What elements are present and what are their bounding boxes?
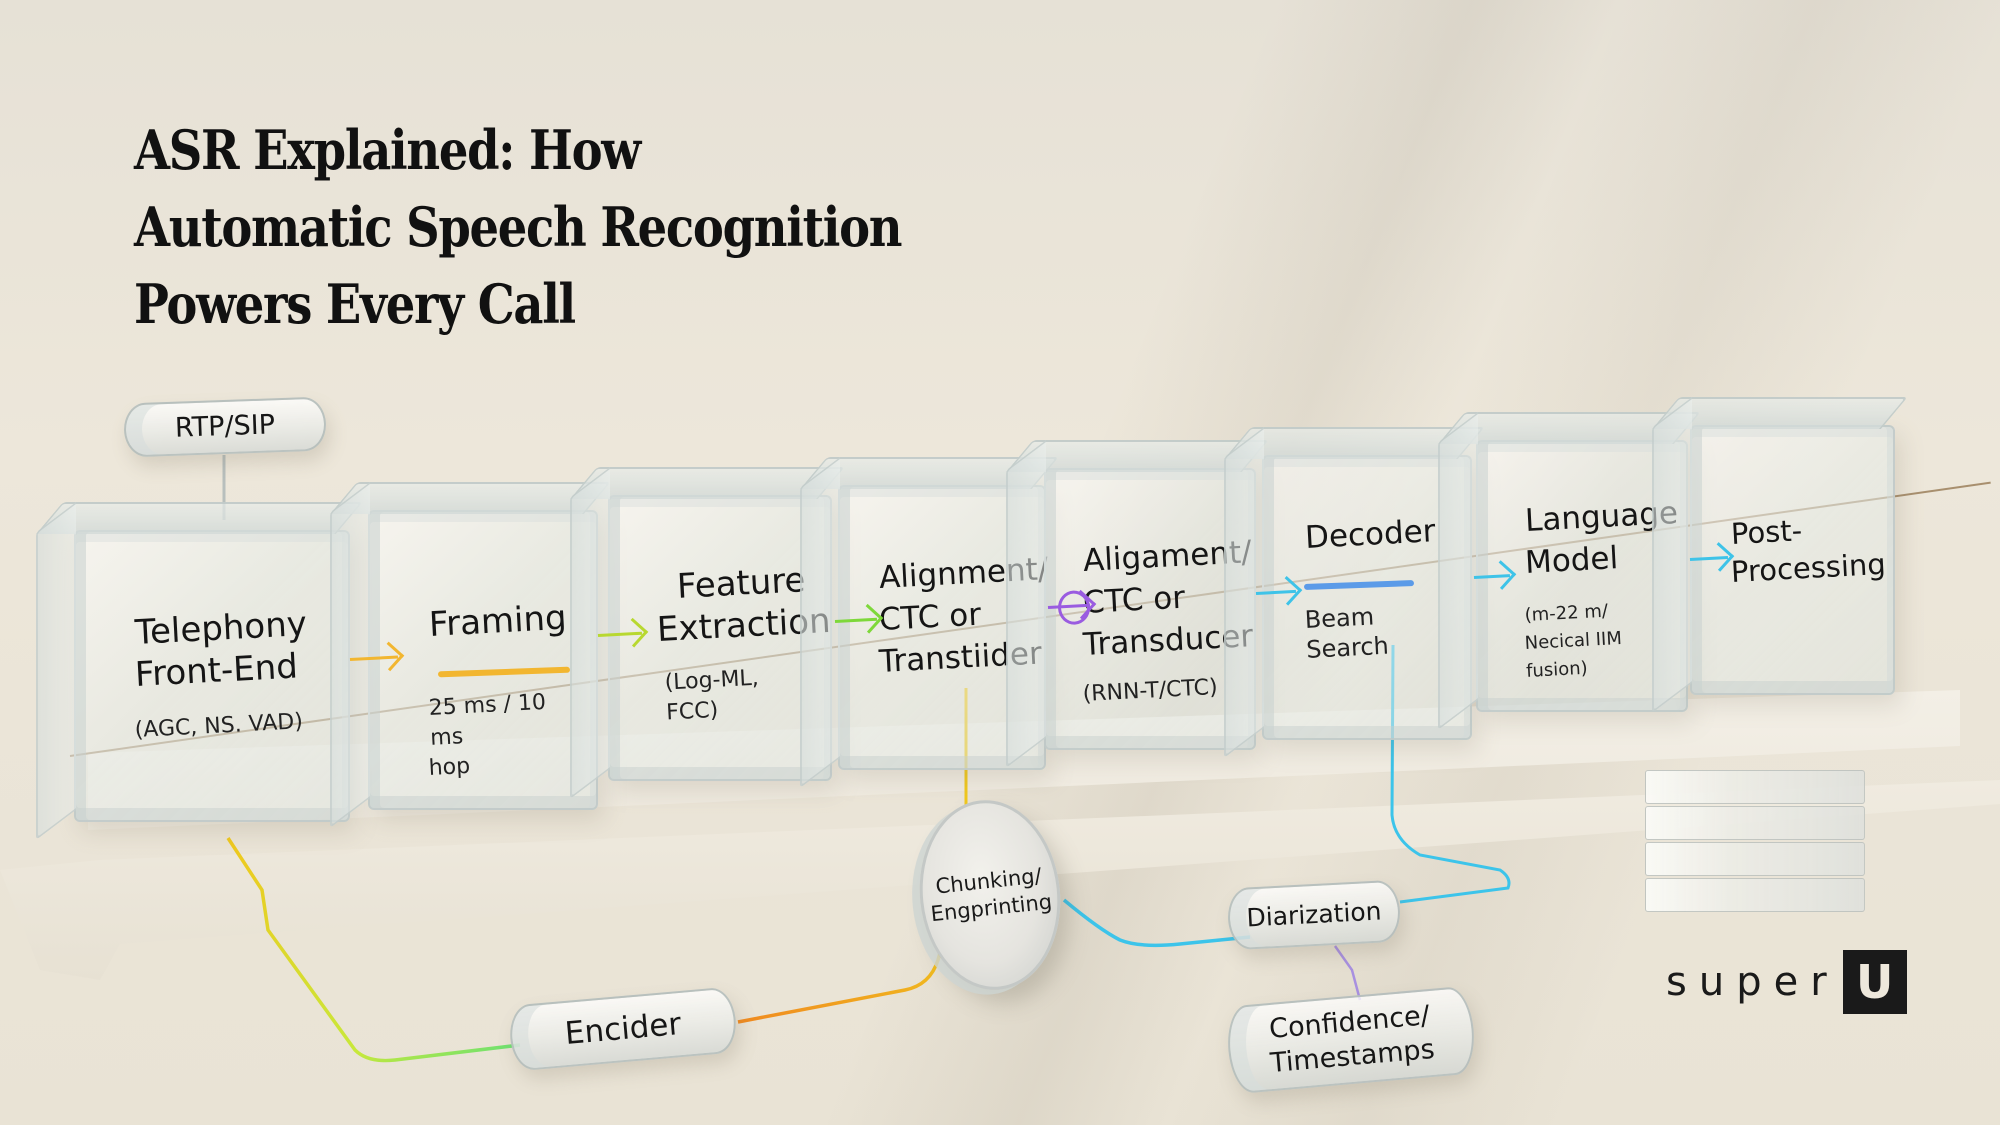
brand-logo: super U: [1666, 950, 1907, 1014]
arrow-decoder-language-icon: [1473, 574, 1511, 579]
diarization-pill: Diarization: [1226, 879, 1402, 951]
wire-diarization-confidence: [1333, 945, 1362, 1001]
stage-telephony-front-end: Telephony Front-End (AGC, NS. VAD): [74, 530, 350, 822]
title-line-1: ASR Explained: How: [134, 118, 641, 182]
wire-chunking-diarization: [1062, 898, 1251, 948]
rtp-sip-pill: RTP/SIP: [123, 396, 327, 458]
glass-slab: [1645, 878, 1865, 912]
rtp-sip-label: RTP/SIP: [174, 409, 276, 444]
stage-detail: Necical IIM fusion): [1524, 627, 1623, 682]
decoder-rule: [1303, 580, 1415, 590]
stage-title-line: Extraction: [656, 600, 832, 650]
stage-detail: (AGC, NS. VAD): [134, 709, 304, 743]
stage-title-line: Transducer: [1082, 618, 1254, 663]
glass-slab: [1645, 806, 1865, 840]
glass-slab-stack: [1645, 770, 1865, 920]
stage-title-line: Front-End: [134, 646, 299, 695]
stage-detail: Beam Search: [1304, 602, 1390, 664]
stage-detail: (RNN-T/CTC): [1082, 674, 1219, 707]
stage-detail: (Log-ML, FCC): [664, 665, 760, 726]
encoder-label: Encider: [563, 1005, 683, 1053]
arrow-transducer-decoder-icon: [1255, 589, 1297, 595]
encoder-pill: Encider: [507, 986, 739, 1072]
wire-encider-chunking: [737, 934, 947, 1024]
stage-title-line: Decoder: [1304, 513, 1437, 556]
title-line-3: Powers Every Call: [134, 272, 576, 336]
stage-detail: hop: [428, 753, 471, 781]
diarization-label: Diarization: [1245, 896, 1383, 933]
framing-rule: [437, 666, 571, 678]
glass-slab: [1645, 842, 1865, 876]
brand-text: super: [1666, 959, 1839, 1005]
stage-title-line: Framing: [428, 597, 568, 645]
stage-decoder: Decoder Beam Search: [1262, 455, 1472, 740]
confidence-pill: Confidence/ Timestamps: [1224, 985, 1478, 1095]
stage-title-line: Processing: [1730, 546, 1887, 589]
brand-mark: U: [1842, 950, 1907, 1014]
title-line-2: Automatic Speech Recognition: [134, 195, 903, 259]
glass-slab: [1645, 770, 1865, 804]
stage-title-line: Model: [1524, 540, 1619, 581]
page-title: ASR Explained: How Automatic Speech Reco…: [134, 112, 903, 343]
stage-detail: 25 ms / 10 ms: [428, 689, 547, 751]
stage-framing: Framing 25 ms / 10 ms hop: [368, 510, 598, 810]
arrow-language-post-icon: [1689, 556, 1729, 561]
